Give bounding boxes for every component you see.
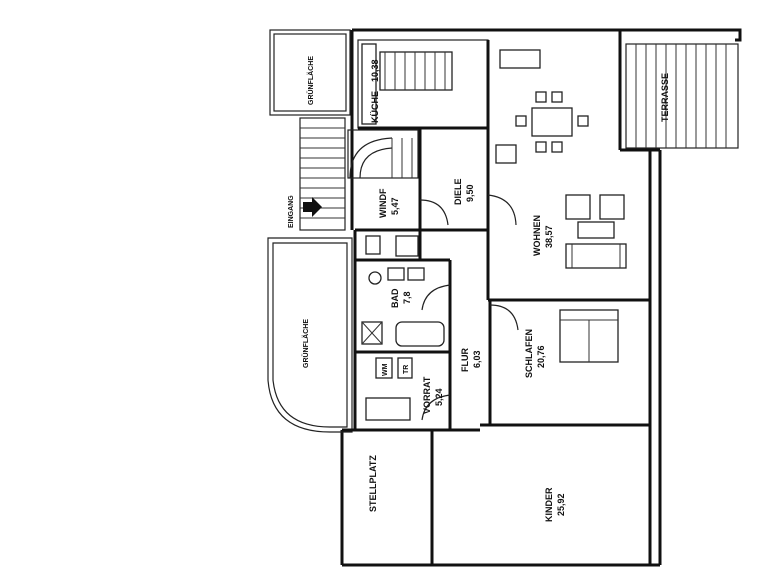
entrance-label: EINGANG (288, 195, 295, 228)
schlafen-area: 20,76 (536, 345, 546, 368)
diele-label: DIELE (453, 178, 463, 205)
living-furniture (565, 194, 627, 269)
diele-area: 9,50 (465, 184, 475, 202)
wohnen-area: 38,57 (544, 225, 554, 248)
kinder-area: 25,92 (556, 493, 566, 516)
green-area-top-label: GRÜNFLÄCHE (306, 56, 315, 105)
bad-label: BAD (390, 288, 400, 308)
flur-label: FLUR (460, 348, 470, 372)
dryer (397, 357, 413, 379)
interior-walls (342, 128, 652, 565)
bed (559, 309, 619, 363)
flur-area: 6,03 (472, 350, 482, 368)
doors (419, 194, 519, 421)
terrace-label: TERRASSE (660, 73, 670, 122)
pantry-shelf (365, 397, 411, 421)
wohnen-label: WOHNEN (532, 215, 542, 256)
vorrat-area: 5,24 (434, 388, 444, 406)
washing-machine (375, 357, 393, 379)
schlafen-label: SCHLAFEN (524, 329, 534, 378)
windf-label: WINDF (378, 188, 388, 218)
kitchen-area: 10,38 (370, 59, 380, 82)
dining-area (495, 49, 589, 164)
terrace (625, 43, 739, 149)
entrance-arrow-icon (303, 197, 322, 217)
stellplatz-label: STELLPLATZ (368, 455, 378, 512)
vorrat-label: VORRAT (422, 376, 432, 414)
green-area-left (267, 237, 353, 433)
tr-label: TR (403, 365, 410, 374)
inner-staircase (347, 129, 419, 179)
bad-area: 7,8 (402, 291, 412, 304)
kitchen-label: KÜCHE (370, 91, 380, 123)
bath-fixtures (361, 235, 445, 347)
wm-label: WM (382, 363, 389, 376)
windf-area: 5,47 (390, 197, 400, 215)
kinder-label: KINDER (544, 487, 554, 522)
kitchen-room (357, 39, 490, 130)
outer-walls (340, 28, 742, 567)
entry-steps (299, 117, 346, 231)
green-area-top (269, 29, 351, 116)
green-area-left-label: GRÜNFLÄCHE (301, 319, 310, 368)
